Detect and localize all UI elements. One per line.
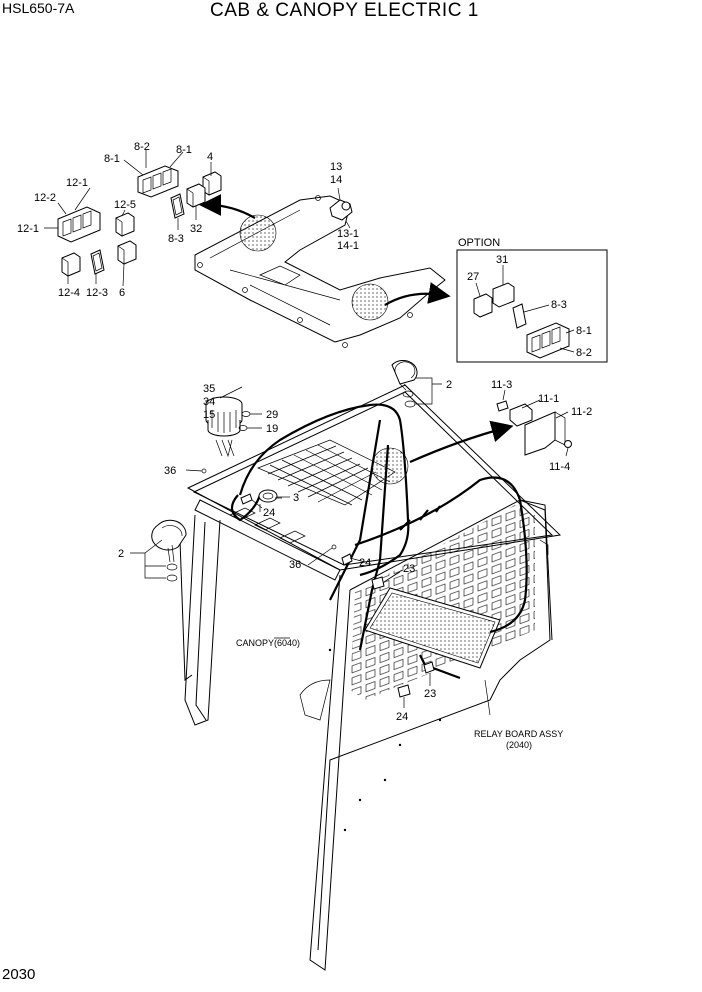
beacon-lamp xyxy=(205,396,243,458)
switch-12-5 xyxy=(115,212,135,237)
callout-12-4: 12-4 xyxy=(58,287,80,299)
callout-27: 27 xyxy=(467,271,479,283)
callout-14: 14 xyxy=(330,174,342,186)
callout-2-b: 2 xyxy=(118,548,124,560)
callout-35: 35 xyxy=(203,383,215,395)
note-relay-board: RELAY BOARD ASSY xyxy=(474,729,563,739)
clip-36-b xyxy=(331,544,337,550)
callout-29: 29 xyxy=(266,409,278,421)
seal-12-3 xyxy=(90,249,105,275)
switch-panel-12 xyxy=(57,206,101,243)
page-number: 2030 xyxy=(2,966,36,983)
callout-8-2-a: 8-2 xyxy=(134,141,150,153)
callout-8-1-a: 8-1 xyxy=(104,153,120,165)
relay-11 xyxy=(496,389,572,457)
callout-6: 6 xyxy=(119,287,125,299)
callout-12-3: 12-3 xyxy=(86,287,108,299)
callout-19: 19 xyxy=(266,423,278,435)
callout-13-1: 13-1 xyxy=(337,228,359,240)
callout-8-1-c: 8-1 xyxy=(576,325,592,337)
clip-36-a xyxy=(201,468,207,474)
bolt-24-c xyxy=(397,684,411,708)
callout-12-5: 12-5 xyxy=(114,199,136,211)
switch-panel-8 xyxy=(137,165,179,198)
model-code: HSL650-7A xyxy=(2,0,75,16)
callout-11-1: 11-1 xyxy=(538,393,559,405)
note-relay-board-ref: (2040) xyxy=(506,740,532,750)
callout-8-1-b: 8-1 xyxy=(176,144,192,156)
callout-23-b: 23 xyxy=(424,688,436,700)
callout-24-c: 24 xyxy=(396,711,408,723)
callout-34: 34 xyxy=(203,396,215,408)
horn-2-top xyxy=(391,359,442,408)
option-box xyxy=(456,249,608,363)
key-switch-13 xyxy=(329,187,353,229)
relay-board xyxy=(364,587,501,669)
horn-highlight xyxy=(371,447,409,485)
callout-12-1-a: 12-1 xyxy=(66,177,88,189)
callout-11-2: 11-2 xyxy=(571,406,592,418)
callout-11-3: 11-3 xyxy=(491,379,512,391)
switch-12-4 xyxy=(61,252,81,277)
callout-4: 4 xyxy=(207,151,213,163)
callout-32: 32 xyxy=(190,223,202,235)
callout-8-3-b: 8-3 xyxy=(551,299,567,311)
bolt-24-b xyxy=(341,553,353,566)
bolt-23-b xyxy=(423,661,435,686)
buzzer-3 xyxy=(258,489,290,503)
callout-36-a: 36 xyxy=(164,465,176,477)
callout-8-3-a: 8-3 xyxy=(168,233,184,245)
switch-32 xyxy=(186,183,206,208)
work-lamp-2 xyxy=(130,519,187,582)
page-title: CAB & CANOPY ELECTRIC 1 xyxy=(210,0,479,21)
callout-12-2: 12-2 xyxy=(34,192,56,204)
callout-24-b: 24 xyxy=(359,557,371,569)
callout-8-2-b: 8-2 xyxy=(576,347,592,359)
note-canopy: CANOPY(6040) xyxy=(236,638,300,648)
canopy-frame xyxy=(179,384,562,971)
switch-6 xyxy=(117,240,137,265)
callout-11-4: 11-4 xyxy=(549,461,570,473)
seal-8-3 xyxy=(170,193,185,219)
callout-2-a: 2 xyxy=(446,379,452,391)
callout-13: 13 xyxy=(330,161,342,173)
callout-14-1: 14-1 xyxy=(337,240,359,252)
switch-4 xyxy=(202,171,222,196)
callout-15: 15 xyxy=(203,409,215,421)
console-panel xyxy=(194,195,446,348)
callout-31: 31 xyxy=(496,254,508,266)
callout-24-a: 24 xyxy=(263,507,275,519)
grommet-29 xyxy=(241,411,251,417)
callout-36-b: 36 xyxy=(289,559,301,571)
callout-23-a: 23 xyxy=(403,563,415,575)
option-title: OPTION xyxy=(458,237,500,249)
callout-3: 3 xyxy=(293,492,299,504)
callout-12-1-b: 12-1 xyxy=(17,223,39,235)
